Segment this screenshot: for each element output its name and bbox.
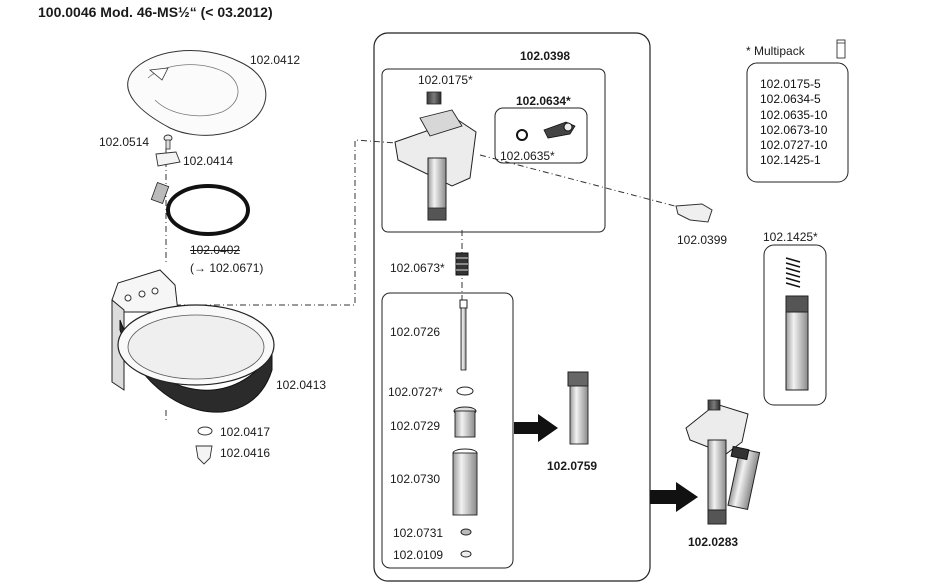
- part-label-0731: 102.0731: [393, 526, 444, 540]
- washer-0731-part: [460, 528, 472, 536]
- diagram-title: 100.0046 Mod. 46-MS½“ (< 03.2012): [38, 4, 273, 20]
- spring-0673-part: [455, 252, 469, 276]
- pin-part: [163, 134, 173, 150]
- part-label-0283: 102.0283: [688, 535, 739, 549]
- tube-0730-part: [452, 448, 478, 516]
- part-label-0402-discontinued: 102.0402: [190, 243, 241, 257]
- multipack-item: 102.0727-10: [760, 138, 828, 153]
- part-label-0399: 102.0399: [677, 233, 728, 247]
- nozzle-part: [675, 203, 713, 223]
- multipack-heading: * Multipack: [746, 44, 805, 58]
- part-label-0726: 102.0726: [390, 325, 441, 339]
- part-label-0514: 102.0514: [99, 135, 150, 149]
- multipack-item: 102.0175-5: [760, 77, 821, 91]
- part-label-0729: 102.0729: [390, 419, 441, 433]
- part-label-0109: 102.0109: [393, 548, 444, 562]
- part-label-0402-replacement: (→ 102.0671): [190, 261, 264, 275]
- multipack-box-icon: [836, 39, 846, 59]
- plug-part: [197, 426, 213, 436]
- assembly-label-0398: 102.0398: [520, 49, 571, 63]
- multipack-item: 102.1425-1: [760, 153, 821, 168]
- washer-0109-part: [460, 550, 472, 558]
- part-label-0727: 102.0727*: [388, 385, 443, 399]
- valve-group-frame: [373, 32, 651, 582]
- washer-0727-part: [456, 386, 474, 396]
- part-label-0759: 102.0759: [547, 459, 598, 473]
- drinking-bowl-part: [111, 269, 275, 413]
- part-label-0417: 102.0417: [220, 425, 271, 439]
- multipack-item: 102.0673-10: [760, 122, 828, 137]
- multipack-item: 102.0635-10: [760, 107, 828, 122]
- valve-head-frame: [381, 68, 606, 233]
- sleeve-0729-part: [453, 406, 477, 438]
- valve-pin-0634-part: [543, 121, 576, 139]
- part-label-0673: 102.0673*: [390, 261, 445, 275]
- part-label-0730: 102.0730: [390, 472, 441, 486]
- complete-valve-0283-part: [685, 399, 761, 525]
- drain-nut-part: [195, 445, 213, 465]
- arrow-to-0759: [514, 414, 558, 442]
- multipack-frame: [746, 62, 849, 183]
- o-ring-0635-part: [516, 129, 528, 141]
- ring-part: [150, 181, 250, 236]
- arrow-to-0283: [650, 482, 698, 512]
- tube-assembly-0759-part: [567, 371, 589, 445]
- clip-part: [155, 151, 181, 167]
- spring-kit-frame: [763, 244, 827, 406]
- bowl-cover-part: [127, 50, 267, 136]
- inner-parts-frame: [381, 292, 514, 569]
- part-label-0416: 102.0416: [220, 446, 271, 460]
- valve-head-part: [394, 91, 477, 221]
- multipack-list: 102.0175-5 102.0634-5 102.0635-10 102.06…: [760, 77, 827, 169]
- part-label-0412: 102.0412: [250, 53, 301, 67]
- part-label-0635: 102.0635*: [500, 149, 555, 163]
- sub-assembly-0634-frame: [494, 107, 588, 164]
- assembly-label-0634: 102.0634*: [516, 94, 571, 108]
- part-label-0175: 102.0175*: [418, 73, 473, 87]
- part-label-0413: 102.0413: [276, 378, 327, 392]
- multipack-item: 102.0634-5: [760, 92, 821, 107]
- pin-0726-part: [459, 299, 468, 371]
- part-label-1425: 102.1425*: [763, 230, 818, 244]
- spring-kit-1425-part: [785, 257, 809, 391]
- part-label-0414: 102.0414: [183, 154, 234, 168]
